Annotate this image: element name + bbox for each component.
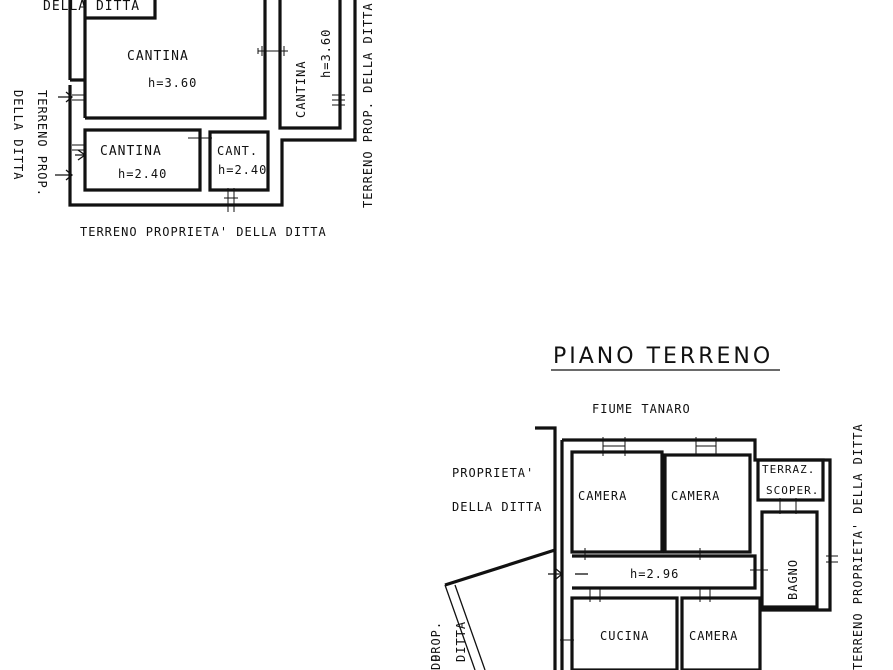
ground-bottom-left-label-1: PROP. [429,621,443,662]
basement-left-label-2: DELLA DITTA [11,90,25,180]
room-cantina-vertical-height: h=3.60 [319,29,333,78]
river-label: FIUME TANARO [592,402,691,416]
room-cantina-small-label: CANTINA [100,144,162,159]
ground-left-label-1: PROPRIETA' [452,466,534,480]
room-cucina-label: CUCINA [600,629,649,643]
room-cantina-vertical-label: CANTINA [294,60,308,118]
room-bagno-label: BAGNO [786,559,800,600]
basement-right-label: TERRENO PROP. DELLA DITTA [361,2,375,208]
ground-bottom-left-label-3: DO [429,654,443,670]
room-cant-label: CANT. [217,144,258,158]
basement-label-top-left: DELLA DITTA [43,0,140,14]
room-camera-2-label: CAMERA [671,489,720,503]
ground-floor-title: PIANO TERRENO [553,344,773,369]
ground-bottom-left-label-2: DITTA [454,621,468,662]
room-camera-1-label: CAMERA [578,489,627,503]
room-cantina-main-height: h=3.60 [148,76,197,90]
room-terrace-label-2: SCOPER. [766,484,819,497]
ground-left-label-2: DELLA DITTA [452,500,542,514]
ground-floor-plan: PIANO TERRENO FIUME TANARO PROPRIETA' DE… [429,344,865,670]
corridor-height: h=2.96 [630,567,679,581]
room-cantina-small-height: h=2.40 [118,167,167,181]
room-cant-height: h=2.40 [218,163,267,177]
room-camera-3-label: CAMERA [689,629,738,643]
basement-left-label-1: TERRENO PROP. [35,90,49,197]
room-terrace-label-1: TERRAZ. [762,463,815,476]
room-cantina-main-label: CANTINA [127,49,189,64]
ground-right-label: TERRENO PROPRIETA' DELLA DITTA [851,423,865,670]
basement-bottom-label: TERRENO PROPRIETA' DELLA DITTA [80,225,327,239]
basement-plan: DELLA DITTA CANTINA h=3.60 CANTINA h=3.6… [11,0,375,239]
